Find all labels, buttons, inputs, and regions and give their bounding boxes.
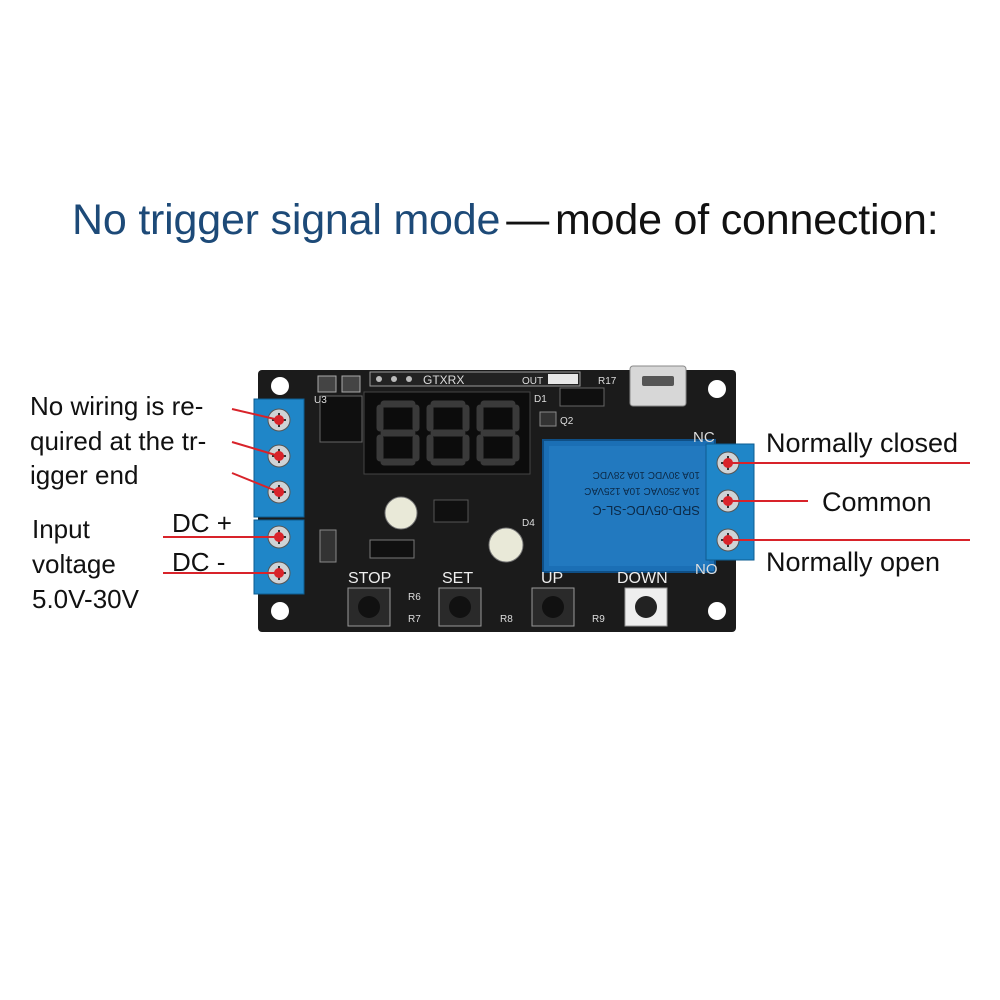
input-voltage-line1: Input [32,514,90,544]
r6-label: R6 [408,592,421,603]
r7-label: R7 [408,614,421,625]
out-label: OUT [522,376,543,387]
button-label-stop: STOP [348,570,391,587]
relay-rating-ac: 10A 250VAC 10A 125VAC [584,485,700,496]
regulator-chip [319,395,363,443]
r17-label: R17 [598,376,617,387]
display-digits [376,400,520,466]
normally-open-label: Normally open [766,547,941,577]
trigger-note-line1: No wiring is re- [30,391,204,421]
button-label-up: UP [541,570,563,587]
relay-model: SRD-05VDC-SL-C [592,503,700,518]
trigger-note-line3: igger end [30,460,139,490]
leader-lines [163,408,970,578]
common-label: Common [822,487,932,517]
smd-led [548,374,578,384]
d4-label: D4 [522,518,535,529]
relay-rating-dc: 10A 30VDC 10A 28VDC [593,469,700,480]
diagram-title: No trigger signal mode—mode of connectio… [72,196,939,245]
capacitor [384,496,418,530]
title-dash: — [506,196,550,244]
u3-label: U3 [314,395,327,406]
capacitor [488,527,524,563]
mounting-hole [708,380,726,398]
header-label: GTXRX [423,373,464,387]
mounting-hole [271,602,289,620]
input-voltage-line2: voltage [32,549,116,579]
pin-header [369,371,581,387]
mounting-hole [271,377,289,395]
mounting-hole [708,602,726,620]
dc-plus-label: DC + [172,508,232,538]
button-label-down: DOWN [617,570,668,587]
trigger-note-line2: quired at the tr- [30,426,207,456]
normally-closed-label: Normally closed [766,428,959,458]
title-connection: mode of connection: [555,196,939,244]
dc-minus-label: DC - [172,547,226,577]
button-label-set: SET [442,570,473,587]
r9-label: R9 [592,614,605,625]
r8-label: R8 [500,614,513,625]
input-voltage-line3: 5.0V-30V [32,584,139,614]
q2-label: Q2 [560,416,574,427]
no-label: NO [695,561,718,578]
tactile-buttons [347,587,668,627]
title-mode: No trigger signal mode [72,196,501,244]
nc-label: NC [693,429,715,446]
d1-label: D1 [534,394,547,405]
